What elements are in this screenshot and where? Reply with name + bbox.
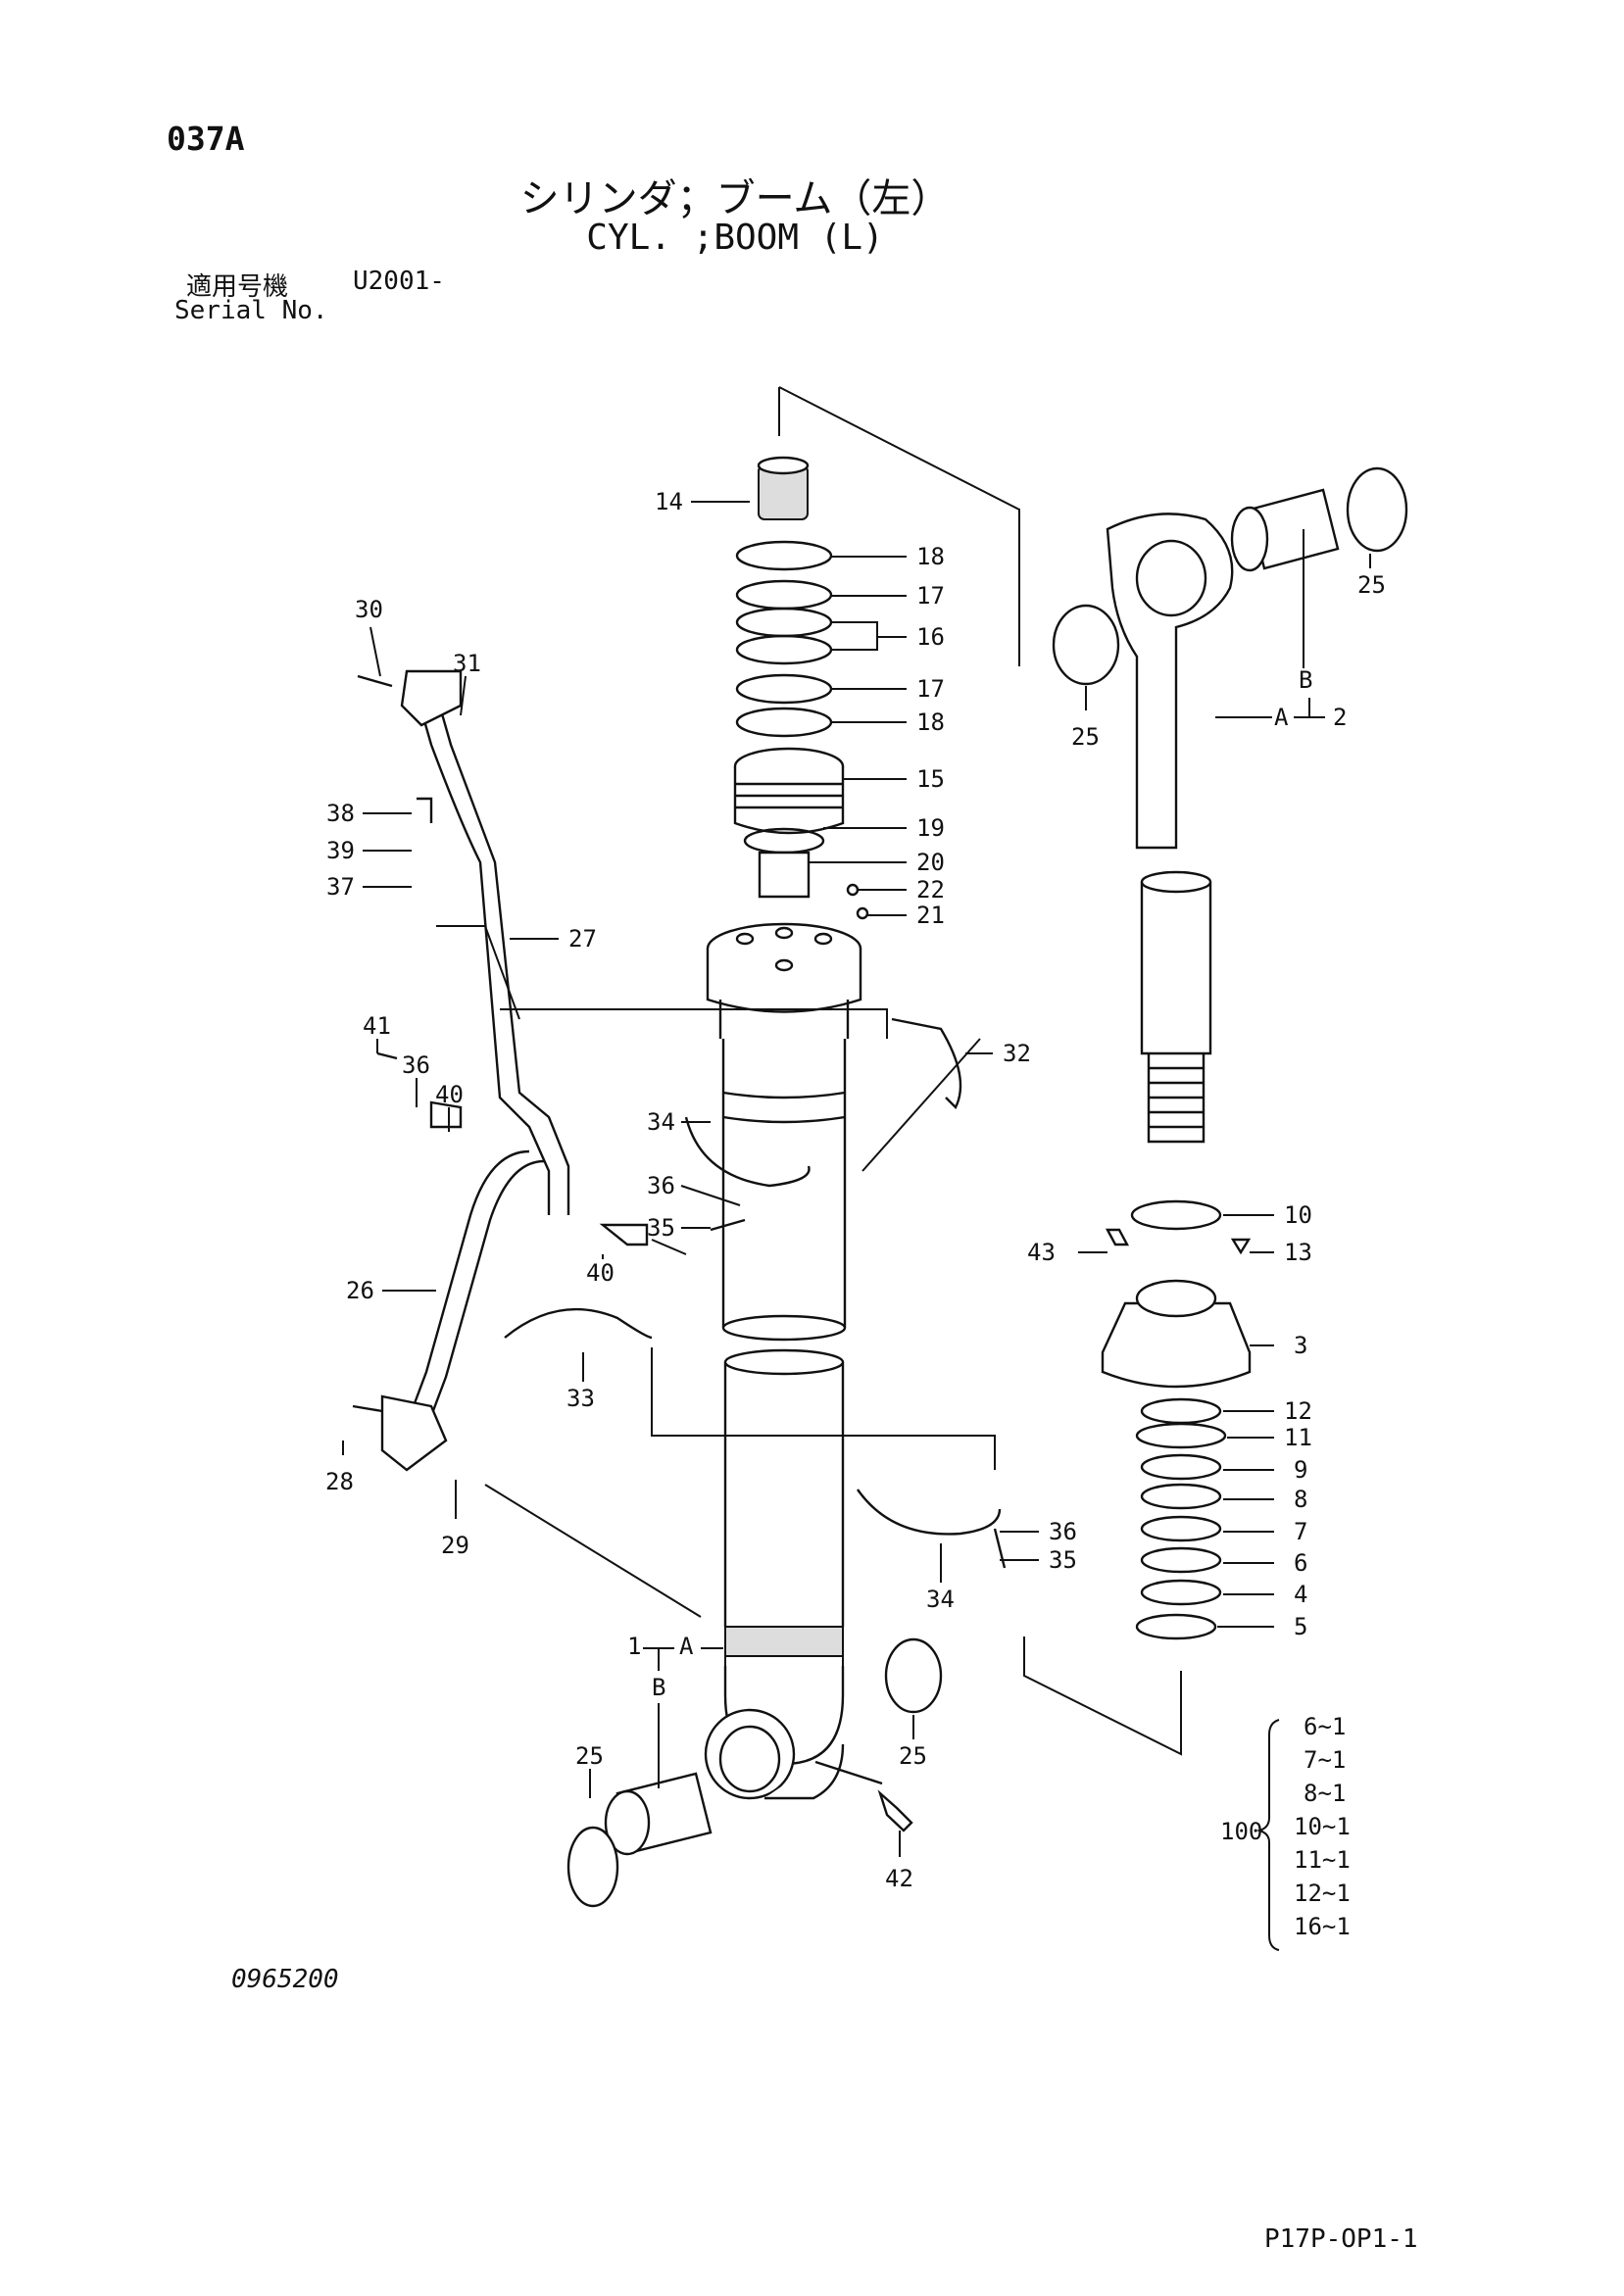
callout-41: 41 bbox=[363, 1012, 391, 1040]
callout-42: 42 bbox=[885, 1865, 913, 1892]
kit-item-1: 6~1 bbox=[1304, 1713, 1346, 1740]
page-reference: P17P-OP1-1 bbox=[1264, 2224, 1418, 2254]
callout-37: 37 bbox=[326, 873, 355, 901]
page-code: 037A bbox=[167, 120, 245, 158]
rod-label-b: B bbox=[1299, 666, 1312, 694]
callout-9: 9 bbox=[1294, 1456, 1307, 1484]
rod-label-a: A bbox=[1274, 704, 1289, 731]
serial-label-english: Serial No. bbox=[174, 296, 328, 325]
callout-38: 38 bbox=[326, 800, 355, 827]
callout-40: 40 bbox=[435, 1081, 464, 1108]
callout-11: 11 bbox=[1284, 1424, 1312, 1451]
callout-26: 26 bbox=[346, 1277, 374, 1304]
callout-30: 30 bbox=[355, 596, 383, 623]
pipe-lines bbox=[380, 669, 570, 1472]
tube-axis-label: 1 A B bbox=[627, 1633, 723, 1788]
callout-25-rod: 25 bbox=[1071, 723, 1100, 751]
callout-19: 19 bbox=[916, 814, 945, 842]
callout-35: 35 bbox=[647, 1214, 675, 1242]
callout-5: 5 bbox=[1294, 1613, 1307, 1640]
callout-13: 13 bbox=[1284, 1239, 1312, 1266]
tube-label-num: 1 bbox=[627, 1633, 641, 1660]
tube-label-b: B bbox=[652, 1674, 665, 1701]
callout-15: 15 bbox=[916, 765, 945, 793]
kit-item-3: 8~1 bbox=[1304, 1780, 1346, 1807]
callout-36: 36 bbox=[647, 1172, 675, 1199]
callout-35b: 35 bbox=[1049, 1546, 1077, 1574]
serial-label-japanese: 適用号機 bbox=[186, 272, 289, 302]
callout-39: 39 bbox=[326, 837, 355, 864]
callout-34b: 34 bbox=[926, 1586, 955, 1613]
serial-number: U2001- bbox=[353, 267, 445, 296]
callout-6: 6 bbox=[1294, 1549, 1307, 1577]
clamps bbox=[429, 1017, 1002, 1536]
callout-29: 29 bbox=[441, 1532, 469, 1559]
title-japanese: シリンダ；ブーム（左） bbox=[519, 176, 951, 221]
cylinder-tube bbox=[704, 1348, 883, 1800]
callout-4: 4 bbox=[1294, 1581, 1307, 1608]
callouts: 14 18 17 16 17 18 15 19 20 22 21 32 34 3… bbox=[325, 488, 1386, 1892]
callout-25-left: 25 bbox=[575, 1742, 604, 1770]
callout-17b: 17 bbox=[916, 675, 945, 703]
cylinder-head-block bbox=[706, 922, 862, 1342]
callout-18b: 18 bbox=[916, 708, 945, 736]
callout-36b: 36 bbox=[1049, 1518, 1077, 1545]
callout-8: 8 bbox=[1294, 1486, 1307, 1513]
callout-27: 27 bbox=[568, 925, 597, 953]
drawing-number: 0965200 bbox=[231, 1965, 339, 1994]
eye-bushings bbox=[566, 1637, 943, 1908]
bolts bbox=[352, 674, 1007, 1569]
piston-rod bbox=[1052, 466, 1408, 1144]
callout-20: 20 bbox=[916, 849, 945, 876]
callout-14: 14 bbox=[655, 488, 683, 515]
callout-25-right: 25 bbox=[899, 1742, 927, 1770]
kit-item-2: 7~1 bbox=[1304, 1746, 1346, 1774]
kit-bracket: 100 6~1 7~1 8~1 10~1 11~1 12~1 16~1 bbox=[1220, 1713, 1351, 1951]
kit-item-4: 10~1 bbox=[1294, 1813, 1351, 1840]
callout-31: 31 bbox=[453, 650, 481, 677]
callout-17: 17 bbox=[916, 582, 945, 610]
callout-40b: 40 bbox=[586, 1259, 615, 1287]
callout-34: 34 bbox=[647, 1108, 675, 1136]
tube-label-a: A bbox=[679, 1633, 694, 1660]
callout-28: 28 bbox=[325, 1468, 354, 1495]
callout-16: 16 bbox=[916, 623, 945, 651]
kit-item-6: 12~1 bbox=[1294, 1880, 1351, 1907]
callout-12: 12 bbox=[1284, 1397, 1312, 1425]
callout-21: 21 bbox=[916, 902, 945, 929]
callout-33: 33 bbox=[566, 1385, 595, 1412]
callout-25-topright: 25 bbox=[1357, 571, 1386, 599]
title-english: CYL. ;BOOM (L) bbox=[586, 218, 884, 258]
callout-36c: 36 bbox=[402, 1051, 430, 1079]
callout-43: 43 bbox=[1027, 1239, 1056, 1266]
kit-item-7: 16~1 bbox=[1294, 1913, 1351, 1940]
callout-32: 32 bbox=[1003, 1040, 1031, 1067]
callout-7: 7 bbox=[1294, 1518, 1307, 1545]
callout-10: 10 bbox=[1284, 1201, 1312, 1229]
upper-seal-stack bbox=[733, 456, 869, 920]
callout-18: 18 bbox=[916, 543, 945, 570]
kit-item-5: 11~1 bbox=[1294, 1846, 1351, 1874]
rod-label-num: 2 bbox=[1333, 704, 1347, 731]
callout-22: 22 bbox=[916, 876, 945, 904]
leader-lines bbox=[436, 386, 1182, 1756]
callout-3: 3 bbox=[1294, 1332, 1307, 1359]
kit-number: 100 bbox=[1220, 1818, 1262, 1845]
rod-gland bbox=[1101, 1199, 1252, 1640]
rod-axis-label: B A 2 bbox=[1215, 529, 1347, 731]
